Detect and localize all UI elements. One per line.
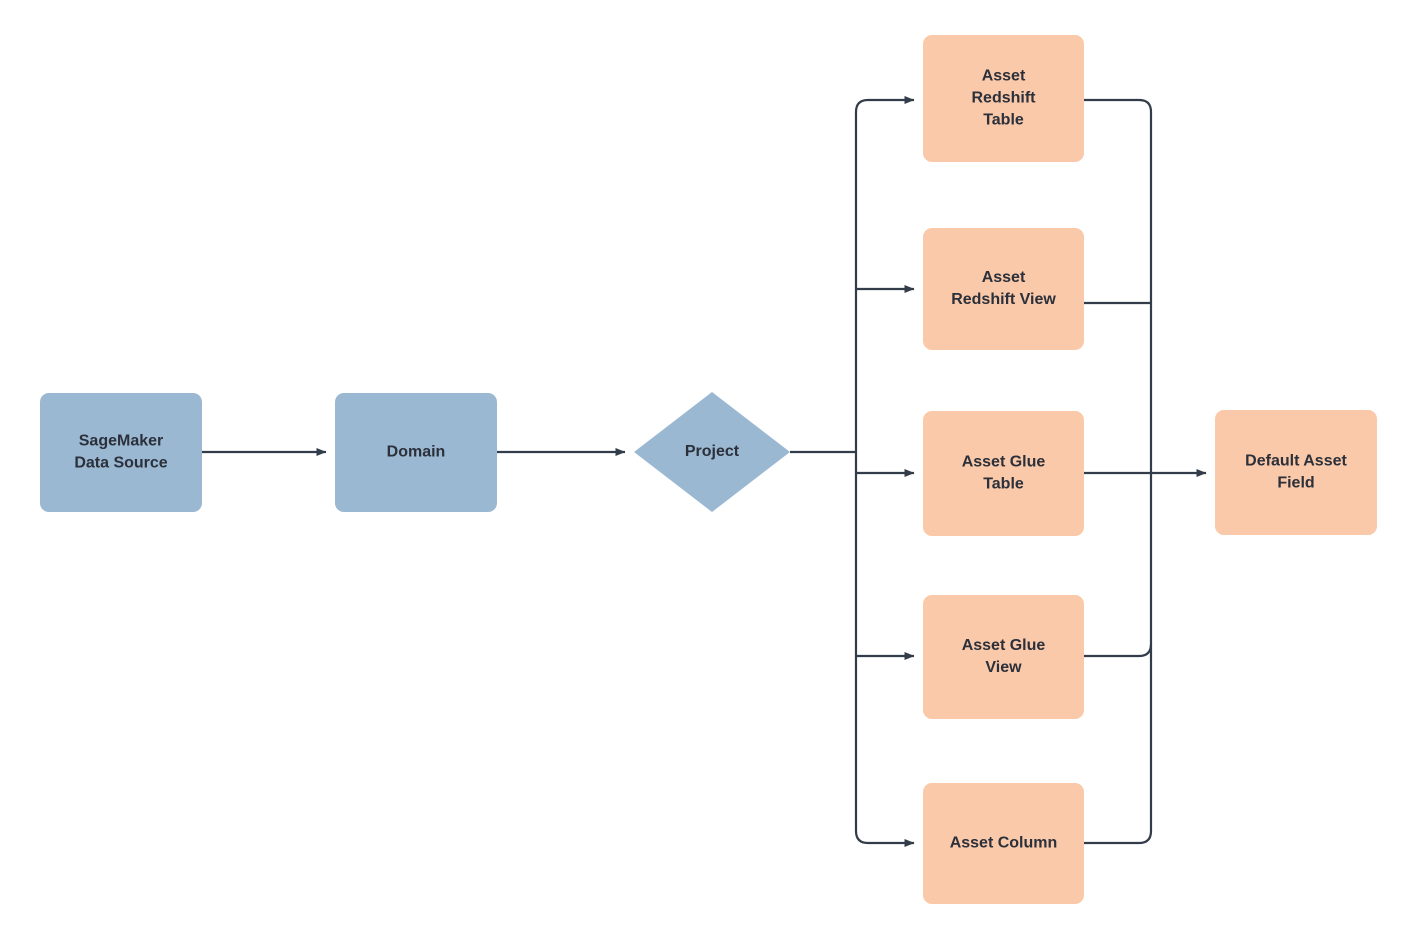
- node-label-asset-column: Asset Column: [950, 835, 1058, 852]
- node-label-project: Project: [685, 443, 740, 460]
- edge-branch-trunk-to-asset-redshift-table: [854, 96, 915, 113]
- edge-branch-trunk-to-asset-column: [854, 830, 915, 847]
- edges-layer: [202, 96, 1207, 847]
- edge-asset-column-to-merge-trunk: [1084, 830, 1153, 845]
- node-shape-asset-glue-view: [923, 595, 1084, 719]
- node-label-domain: Domain: [387, 444, 446, 461]
- node-shape-asset-column: [923, 783, 1084, 904]
- node-shape-asset-redshift-view: [923, 228, 1084, 350]
- node-shape-asset-glue-table: [923, 411, 1084, 536]
- edge-asset-redshift-table-to-merge-trunk: [1084, 98, 1153, 113]
- node-shape-asset-redshift-table: [923, 35, 1084, 162]
- edge-asset-glue-view-to-merge-trunk: [1084, 643, 1153, 658]
- node-shape-domain: [335, 393, 497, 512]
- node-project[interactable]: Project: [634, 392, 790, 512]
- node-shape-project: [634, 392, 790, 512]
- node-shape-default-asset-field: [1215, 410, 1377, 535]
- node-domain[interactable]: Domain: [335, 393, 497, 512]
- node-asset-column[interactable]: Asset Column: [923, 783, 1084, 904]
- node-shape-sagemaker-data-source: [40, 393, 202, 512]
